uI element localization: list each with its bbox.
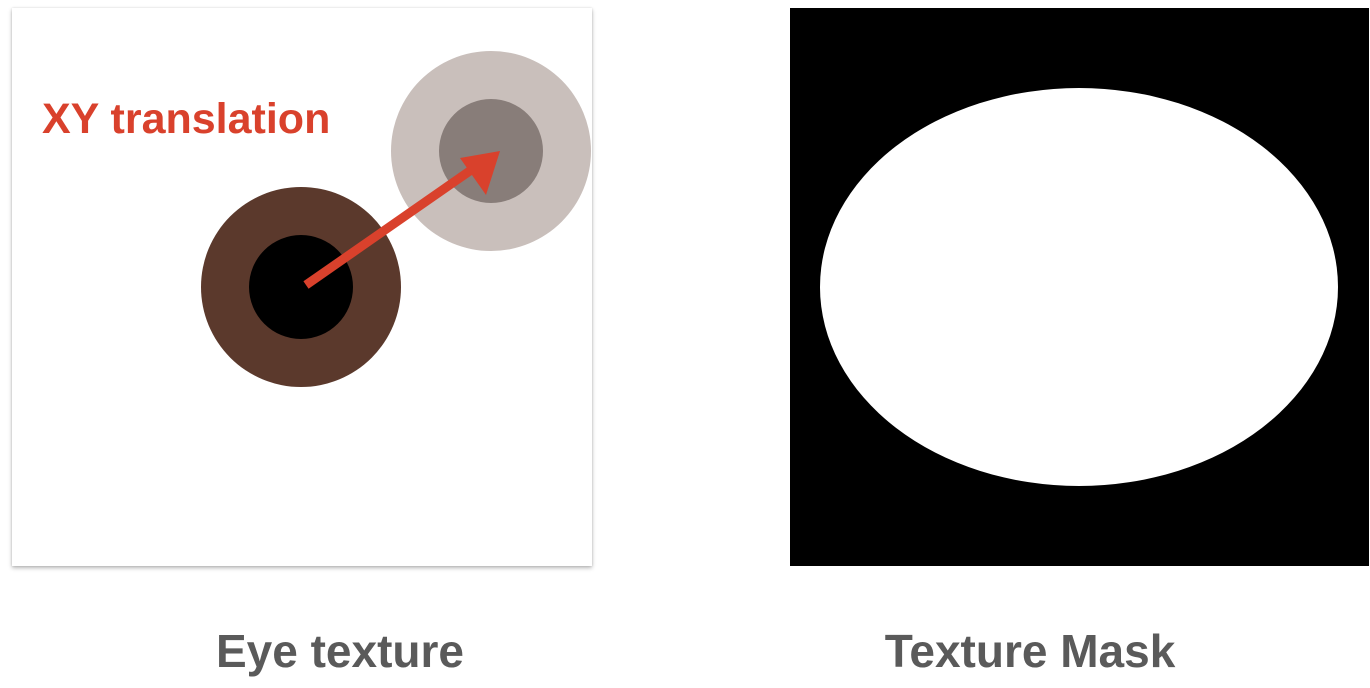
texture-mask-caption: Texture Mask: [884, 625, 1176, 677]
translated-pupil: [439, 99, 543, 203]
eye-texture-panel: XY translation: [12, 8, 592, 566]
translation-arrow: [303, 164, 477, 289]
texture-mask-diagram: [790, 8, 1369, 566]
eye-texture-caption: Eye texture: [215, 625, 464, 677]
eye-texture-diagram: XY translation: [42, 51, 591, 387]
pupil: [249, 235, 353, 339]
translation-arrow-head: [460, 151, 500, 195]
translation-label: XY translation: [42, 95, 330, 143]
mask-ellipse: [820, 88, 1338, 486]
texture-mask-panel: [790, 8, 1369, 566]
